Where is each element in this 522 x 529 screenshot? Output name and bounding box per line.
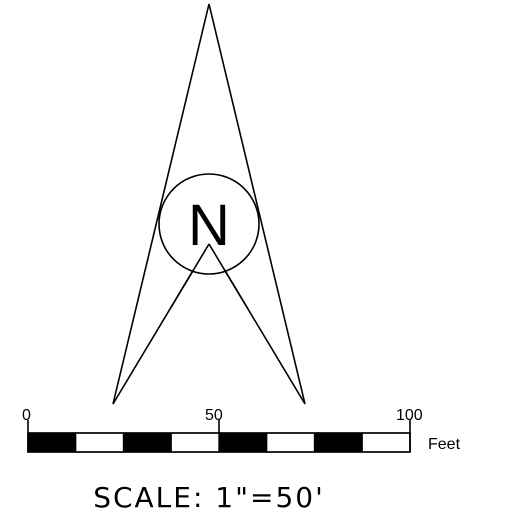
north-arrow-notch-left (169, 243, 210, 310)
scale-bar-segments (27, 432, 411, 453)
scale-bar-segment-5 (218, 432, 268, 453)
scale-tick-label-50: 50 (205, 407, 223, 424)
scale-bar-segment-3 (122, 432, 172, 453)
scale-bar-segment-7 (313, 432, 363, 453)
scale-bar-segment-1 (27, 432, 77, 453)
scale-unit-label: Feet (428, 436, 461, 453)
north-arrow-icon: N (112, 3, 306, 405)
north-letter: N (188, 193, 230, 258)
north-arrow-notch-right (208, 243, 249, 310)
scale-tick-label-100: 100 (396, 407, 423, 424)
scale-tick-label-0: 0 (22, 407, 31, 424)
scale-bar-segment-6 (266, 432, 316, 453)
scale-bar-segment-8 (361, 432, 411, 453)
north-arrow-circle (158, 173, 260, 275)
scale-bar-segment-2 (75, 432, 125, 453)
scale-bar-segment-4 (170, 432, 220, 453)
scale-caption: SCALE: 1"=50' (93, 481, 325, 514)
north-arrow-right-edge (208, 3, 306, 405)
north-arrow-left-edge (112, 3, 210, 405)
scale-bar: 0 50 100 Feet (22, 407, 461, 453)
